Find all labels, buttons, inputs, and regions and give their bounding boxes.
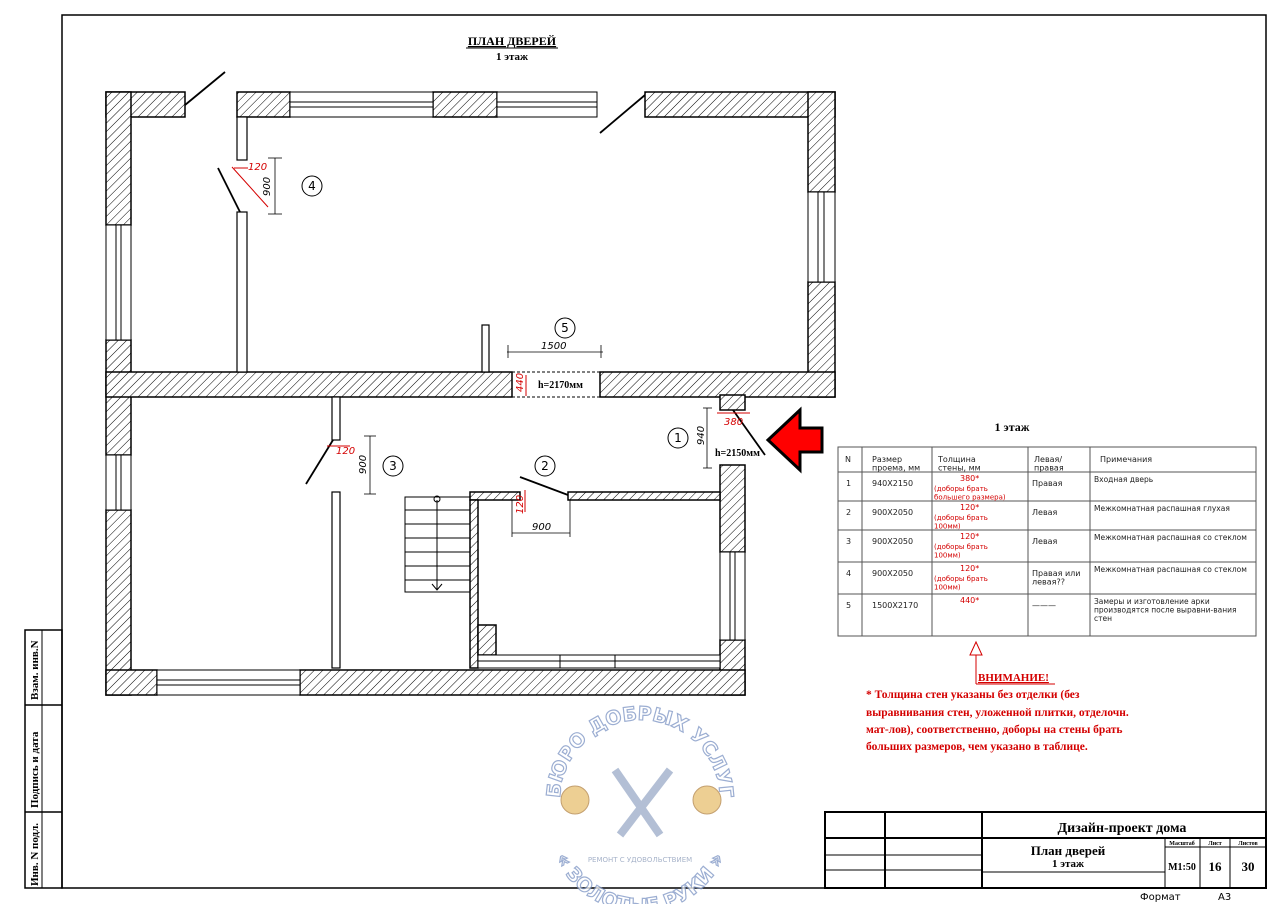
table-header: Левая/правая (1034, 455, 1064, 473)
format-value: А3 (1218, 892, 1231, 903)
dim-label: 120 (336, 446, 355, 457)
dimension-lines (268, 157, 712, 537)
door-marker-1: 1 (674, 431, 682, 445)
cell-note: Межкомнатная распашная со стеклом (1094, 565, 1247, 574)
dim-label: 120 (515, 495, 526, 514)
title-block (824, 811, 1267, 889)
stairs (404, 495, 471, 593)
svg-text:БЮРО ДОБРЫХ УСЛУГ: БЮРО ДОБРЫХ УСЛУГ (543, 703, 737, 799)
sheet-frame (61, 14, 1267, 889)
table-header: Примечания (1100, 455, 1152, 464)
cell-side: Левая (1032, 537, 1058, 546)
cell-thickness: 440* (960, 596, 979, 605)
cell-thickness: 120* (960, 503, 979, 512)
door-markers (301, 175, 689, 477)
side-stamp: Взам. инв.N Подпись и дата Инв. N подл. (24, 629, 63, 889)
sheets-label: Листов (1238, 841, 1258, 847)
dim-label: 380 (724, 417, 743, 428)
warning-title: ВНИМАНИЕ! (978, 672, 1049, 684)
door-marker-5: 5 (561, 321, 569, 335)
dim-label: 900 (262, 177, 273, 196)
cell-size: 1500X2170 (872, 601, 918, 610)
cell-thickness: 120* (960, 532, 979, 541)
scale-label: Масштаб (1169, 840, 1194, 847)
cell-size: 940X2150 (872, 479, 913, 488)
plan-subtitle: 1 этаж (496, 51, 528, 63)
warning-line: мат-лов), соответственно, доборы на стен… (866, 724, 1123, 736)
door-marker-4: 4 (308, 179, 316, 193)
cell-n: 5 (846, 601, 851, 610)
door-marker-2: 2 (541, 459, 549, 473)
cell-size: 900X2050 (872, 508, 913, 517)
cell-size: 900X2050 (872, 537, 913, 546)
warning-line: * Толщина стен указаны без отделки (без (866, 689, 1080, 701)
plan-title: ПЛАН ДВЕРЕЙ (468, 34, 557, 48)
door-table-grid (837, 446, 1257, 637)
cell-thickness: 120* (960, 564, 979, 573)
sheet-title: План дверей (1031, 843, 1106, 858)
format-label: Формат (1140, 892, 1181, 903)
cell-side: ——— (1032, 601, 1056, 610)
arch-height: h=2170мм (538, 380, 583, 391)
cell-n: 1 (846, 479, 851, 488)
door1-height: h=2150мм (715, 448, 760, 459)
cell-side: Правая (1032, 479, 1063, 488)
sheet-label: Лист (1208, 841, 1222, 847)
dim-label: 1500 (541, 341, 566, 352)
sheet-subtitle: 1 этаж (1052, 858, 1084, 870)
entrance-arrow-icon (765, 406, 824, 474)
warning-line: выравнивания стен, уложенной плитки, отд… (866, 707, 1129, 719)
sheet-number: 16 (1209, 859, 1223, 874)
project-title: Дизайн-проект дома (1058, 821, 1187, 836)
partitions (236, 116, 490, 669)
cell-n: 4 (846, 569, 851, 578)
walls (105, 91, 836, 696)
sheets-count: 30 (1242, 859, 1255, 874)
windows (105, 91, 836, 696)
dim-label: 120 (248, 162, 267, 173)
stamp-label: Взам. инв.N (29, 640, 41, 700)
cell-side: Левая (1032, 508, 1058, 517)
dim-label: 440 (515, 373, 526, 392)
door-marker-3: 3 (389, 459, 397, 473)
table-header: N (845, 455, 851, 464)
door-leaves (184, 71, 766, 496)
cell-thickness: 380* (960, 474, 979, 483)
red-dimension-lines (231, 166, 750, 512)
stamp-label: Инв. N подл. (29, 823, 41, 886)
cell-note: Межкомнатная распашная со стеклом (1094, 533, 1247, 542)
svg-text:РЕМОНТ С УДОВОЛЬСТВИЕМ: РЕМОНТ С УДОВОЛЬСТВИЕМ (588, 856, 692, 864)
cell-note: Межкомнатная распашная глухая (1094, 504, 1230, 513)
cell-n: 3 (846, 537, 851, 546)
table-title: 1 этаж (995, 420, 1030, 434)
dim-label: 900 (358, 455, 369, 474)
cell-size: 900X2050 (872, 569, 913, 578)
cell-n: 2 (846, 508, 851, 517)
dim-label: 900 (532, 522, 551, 533)
stamp-label: Подпись и дата (29, 731, 41, 808)
cell-note: Входная дверь (1094, 475, 1153, 484)
dim-label: 940 (696, 426, 707, 445)
scale-value: М1:50 (1168, 862, 1196, 873)
warning-line: больших размеров, чем указано в таблице. (866, 741, 1088, 753)
watermark-logo: БЮРО ДОБРЫХ УСЛУГ « ЗОЛОТЫЕ РУКИ » РЕМОН… (542, 702, 738, 904)
